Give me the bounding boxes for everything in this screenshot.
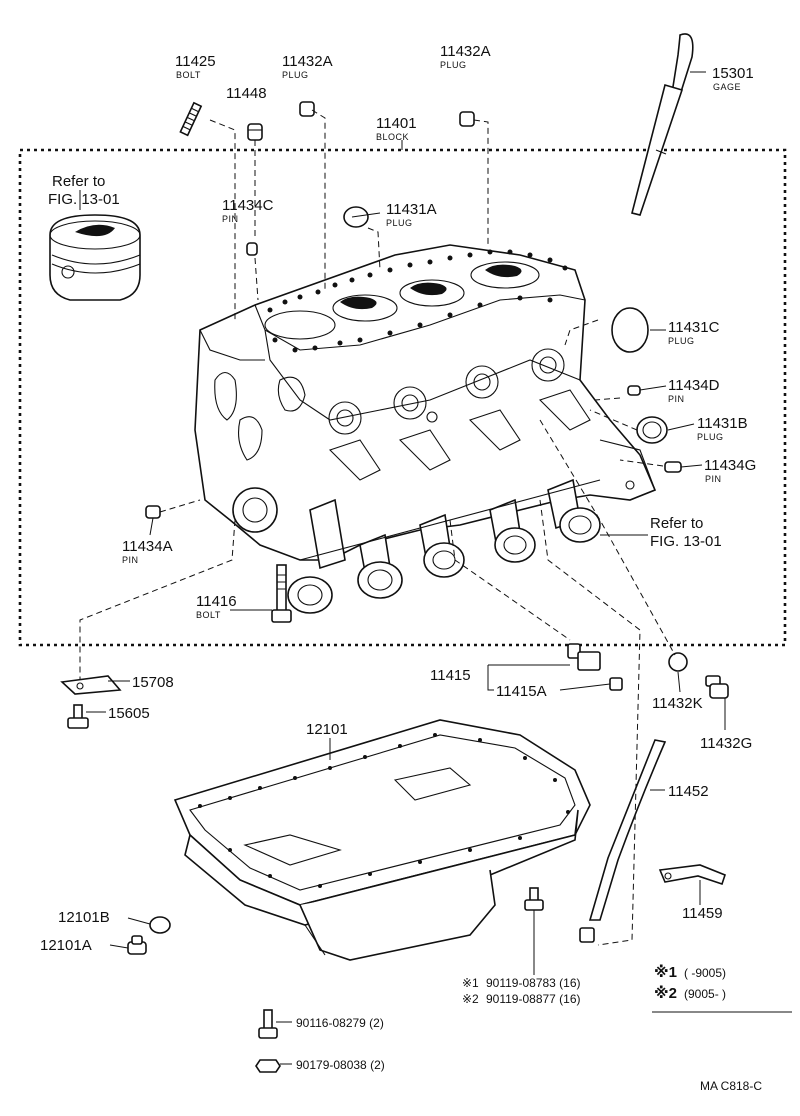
dowel-icon — [247, 123, 263, 141]
pin-icon — [145, 505, 161, 519]
gasket-icon — [149, 916, 171, 934]
part-number-11448: 11448 — [226, 85, 267, 102]
part-desc-11431A: PLUG — [386, 218, 413, 228]
nut-icon — [255, 1059, 281, 1073]
clamp-icon — [658, 864, 726, 886]
bolt-icon — [271, 564, 292, 623]
part-desc-11401: BLOCK — [376, 132, 409, 142]
reference-fig-2: FIG. 13-01 — [650, 533, 722, 550]
part-number-11431B: 11431B — [697, 415, 748, 432]
part-number-11452: 11452 — [668, 783, 709, 800]
plug-icon — [299, 101, 475, 127]
part-desc-15301: GAGE — [713, 82, 741, 92]
bolt-icon — [179, 101, 203, 137]
legend-mark-2: ※2 — [654, 984, 677, 1002]
part-number-12101: 12101 — [306, 721, 348, 738]
plug-cup-icon — [343, 206, 369, 228]
leader-lines — [79, 71, 792, 1065]
plug-cup-icon — [636, 416, 668, 444]
part-number-90119-08783: 90119-08783 (16) — [486, 976, 581, 990]
part-desc-11432A-2: PLUG — [440, 60, 467, 70]
bracket-icon — [60, 675, 122, 695]
part-number-15605: 15605 — [108, 705, 150, 722]
mark-90119-1: ※1 — [462, 976, 479, 990]
part-number-11415: 11415 — [430, 667, 471, 684]
part-number-12101B: 12101B — [58, 909, 110, 926]
part-desc-11431C: PLUG — [668, 336, 695, 346]
cylinder-block-illustration — [194, 244, 657, 614]
part-number-11401: 11401 — [376, 115, 417, 132]
part-number-11432A: 11432A — [282, 53, 333, 70]
part-number-90179-08038: 90179-08038 (2) — [296, 1058, 385, 1072]
part-number-11425: 11425 — [175, 53, 216, 70]
bolt-icon — [258, 1009, 278, 1039]
part-desc-11425: BOLT — [176, 70, 201, 80]
legend-range-1: ( -9005) — [684, 966, 726, 980]
pin-icon — [664, 461, 682, 473]
washer-icon — [668, 652, 688, 672]
part-number-12101A: 12101A — [40, 937, 92, 954]
pin-icon — [246, 242, 258, 256]
part-number-11432K: 11432K — [652, 695, 703, 712]
part-number-11459: 11459 — [682, 905, 723, 922]
part-number-11434D: 11434D — [668, 377, 720, 394]
part-number-11434G: 11434G — [704, 457, 756, 474]
pin-icon — [627, 385, 641, 396]
oil-pan-illustration — [173, 719, 591, 961]
part-number-15301: 15301 — [712, 65, 754, 82]
part-number-15708: 15708 — [132, 674, 174, 691]
diagram-code: MA C818-C — [700, 1079, 762, 1093]
part-desc-11434A: PIN — [122, 555, 139, 565]
part-number-11415A: 11415A — [496, 683, 547, 700]
plug-cup-icon — [611, 307, 649, 353]
union-fitting-icon — [567, 643, 623, 691]
legend-range-2: (9005- ) — [684, 987, 726, 1001]
mark-90119-2: ※2 — [462, 992, 479, 1006]
reference-note-2: Refer to — [650, 515, 703, 532]
part-desc-11416: BOLT — [196, 610, 221, 620]
piston-icon — [49, 214, 141, 301]
part-desc-11431B: PLUG — [697, 432, 724, 442]
plug-icon — [705, 675, 729, 699]
part-desc-11434G: PIN — [705, 474, 722, 484]
part-number-90119-08877: 90119-08877 (16) — [486, 992, 581, 1006]
part-desc-11434D: PIN — [668, 394, 685, 404]
bolt-icon — [67, 704, 89, 729]
reference-fig-1: FIG. 13-01 — [48, 191, 120, 208]
part-desc-11432A: PLUG — [282, 70, 309, 80]
part-number-11416: 11416 — [196, 593, 237, 610]
legend-mark-1: ※1 — [654, 963, 677, 981]
drain-plug-icon — [127, 935, 147, 955]
part-desc-11434C: PIN — [222, 214, 239, 224]
part-number-11434C: 11434C — [222, 197, 274, 214]
block-assembly-boundary — [18, 148, 787, 647]
part-number-11431C: 11431C — [668, 319, 720, 336]
part-number-11431A: 11431A — [386, 201, 437, 218]
stud-icon — [524, 887, 544, 911]
dipstick-gage-icon — [631, 33, 694, 216]
reference-note-1: Refer to — [52, 173, 105, 190]
part-number-11434A: 11434A — [122, 538, 173, 555]
part-number-11432A-2: 11432A — [440, 43, 491, 60]
part-number-90116-08279: 90116-08279 (2) — [296, 1016, 384, 1030]
part-number-11432G: 11432G — [700, 735, 752, 752]
dipstick-guide-tube-icon — [579, 739, 667, 943]
